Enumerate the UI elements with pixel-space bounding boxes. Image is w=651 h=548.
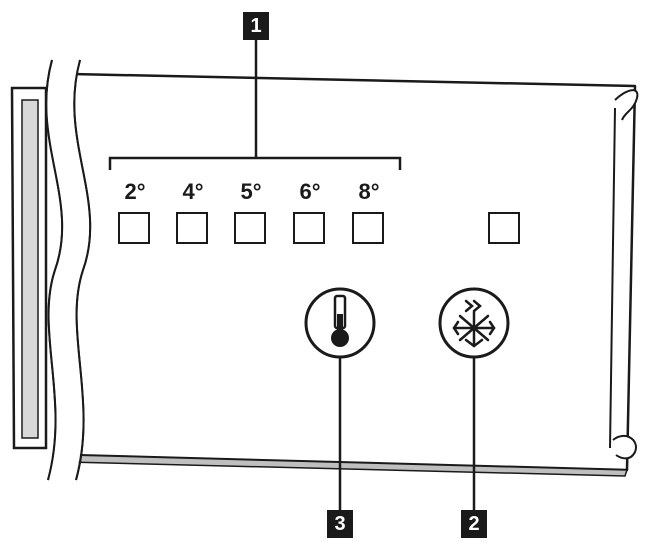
panel-right-curl-top — [614, 89, 639, 121]
temperature-button[interactable] — [304, 287, 376, 359]
temp-indicator-8 — [352, 212, 384, 244]
superfrost-button[interactable] — [438, 287, 510, 359]
temp-label-8: 8° — [358, 179, 380, 204]
panel-right-curl-bottom — [612, 434, 637, 460]
temp-indicator-4 — [176, 212, 208, 244]
break-line-right-stroke — [73, 59, 92, 481]
callout-2: 2 — [461, 510, 487, 538]
callout-3: 3 — [327, 510, 353, 538]
temp-label-6: 6° — [299, 179, 321, 204]
panel-left-inner — [21, 99, 39, 439]
temp-indicator-2 — [118, 212, 150, 244]
temp-label-5: 5° — [240, 179, 262, 204]
break-gap — [47, 62, 90, 478]
superfrost-indicator — [488, 212, 520, 244]
break-line-left-stroke — [45, 59, 64, 481]
snowflake-icon — [452, 299, 496, 348]
temp-label-4: 4° — [182, 179, 204, 204]
thermometer-icon — [331, 294, 349, 347]
temp-label-2: 2° — [124, 179, 146, 204]
callout-1: 1 — [243, 12, 269, 40]
panel-right-inner-line — [609, 107, 616, 449]
temp-indicator-6 — [293, 212, 325, 244]
control-panel-body — [68, 72, 637, 472]
temp-indicator-5 — [234, 212, 266, 244]
